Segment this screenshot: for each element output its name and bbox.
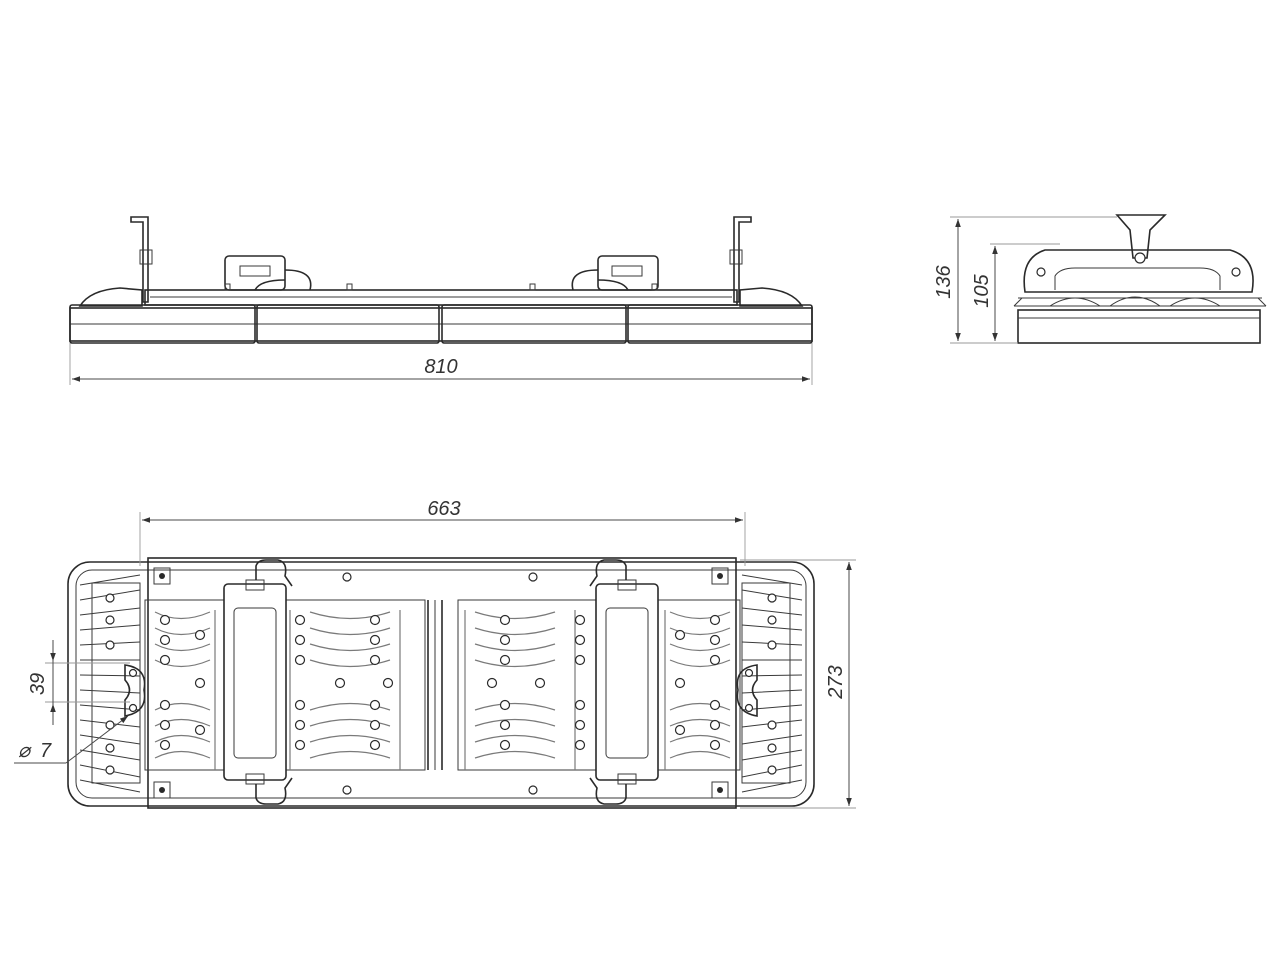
left-grille	[79, 574, 141, 793]
front-driver-left	[224, 255, 286, 291]
dim-mounting-length: 663	[427, 498, 460, 520]
right-grille	[741, 574, 803, 793]
top-outer-housing	[67, 561, 815, 807]
heatsink-fins-left	[154, 610, 401, 770]
heatsink-fins-right	[464, 610, 731, 770]
dim-body-height: 105	[971, 273, 993, 307]
side-bracket	[1115, 214, 1167, 259]
front-housing-plate	[144, 289, 738, 306]
driver-right-top	[589, 559, 659, 805]
top-view: 663 273 39 ⌀ 7	[14, 498, 856, 809]
side-lens-block	[1017, 309, 1261, 344]
top-mounting-plate	[147, 557, 737, 809]
dim-leader-hole	[65, 715, 129, 764]
dim-hole-spacing: 39	[27, 673, 49, 695]
side-view: 136 105	[933, 214, 1267, 344]
dim-hole-diameter: 7	[40, 740, 52, 762]
front-left-bracket	[130, 216, 149, 303]
dim-overall-height: 136	[933, 264, 955, 298]
driver-left-top	[223, 559, 293, 805]
front-driver-right	[597, 255, 659, 291]
side-housing	[1023, 249, 1254, 293]
led-holes	[105, 593, 777, 775]
front-right-bracket	[733, 216, 752, 303]
mounting-screws	[153, 567, 729, 799]
dim-width: 273	[825, 665, 847, 699]
dim-hole-diameter-symbol: ⌀	[18, 740, 32, 762]
front-view: 810	[69, 216, 813, 385]
dim-overall-length: 810	[424, 356, 457, 378]
